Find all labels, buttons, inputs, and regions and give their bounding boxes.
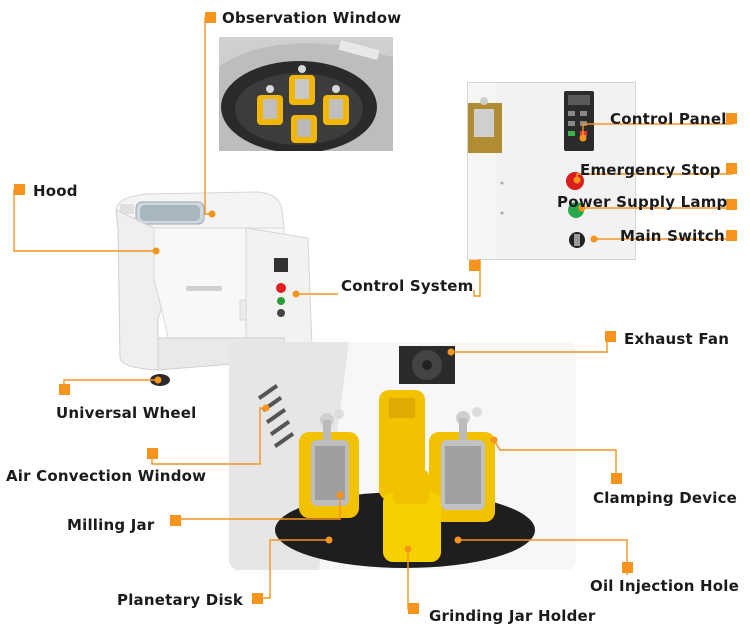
label-observation-window: Observation Window: [222, 9, 402, 27]
label-control-panel: Control Panel: [610, 110, 727, 128]
label-grinding-jar-holder: Grinding Jar Holder: [429, 607, 596, 625]
marker-control-system: [469, 260, 480, 271]
marker-milling-jar: [170, 515, 181, 526]
marker-grinding-jar-holder: [408, 603, 419, 614]
marker-oil-injection-hole: [622, 562, 633, 573]
marker-air-convection-window: [147, 448, 158, 459]
label-clamping-device: Clamping Device: [593, 489, 738, 507]
marker-exhaust-fan: [605, 331, 616, 342]
observation-window-photo: [219, 37, 393, 151]
marker-planetary-disk: [252, 593, 263, 604]
label-milling-jar: Milling Jar: [67, 516, 155, 534]
label-power-supply-lamp: Power Supply Lamp: [557, 193, 728, 211]
marker-main-switch: [726, 230, 737, 241]
control-panel-photo: [467, 82, 636, 260]
marker-universal-wheel: [59, 384, 70, 395]
label-control-system: Control System: [341, 277, 474, 295]
label-universal-wheel: Universal Wheel: [56, 404, 197, 422]
marker-power-supply-lamp: [726, 199, 737, 210]
marker-hood: [14, 184, 25, 195]
machine-body-photo: [108, 188, 318, 388]
label-main-switch: Main Switch: [620, 227, 725, 245]
interior-photo: [229, 342, 576, 570]
marker-observation-window: [205, 12, 216, 23]
label-oil-injection-hole: Oil Injection Hole: [590, 577, 740, 595]
marker-emergency-stop: [726, 163, 737, 174]
label-planetary-disk: Planetary Disk: [117, 591, 244, 609]
label-hood: Hood: [33, 182, 78, 200]
label-exhaust-fan: Exhaust Fan: [624, 330, 730, 348]
label-air-convection-window: Air Convection Window: [6, 467, 207, 485]
label-emergency-stop: Emergency Stop: [580, 161, 721, 179]
marker-control-panel: [726, 113, 737, 124]
marker-clamping-device: [611, 473, 622, 484]
